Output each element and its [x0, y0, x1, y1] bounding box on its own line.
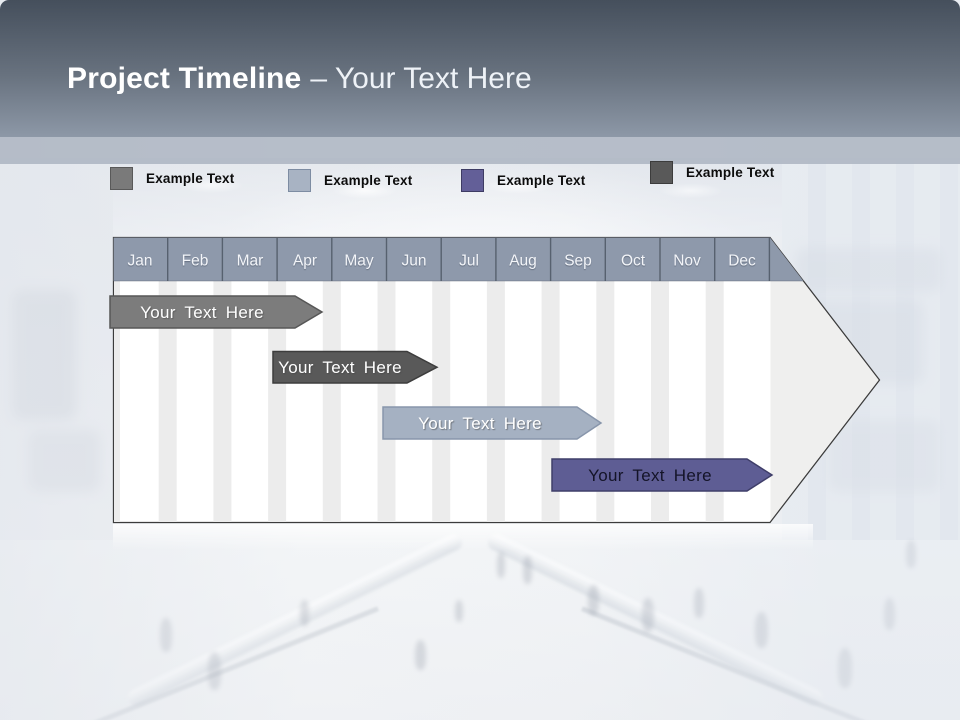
timeline-arrow-tip-fill: [770, 239, 879, 521]
month-header-band: [113, 237, 804, 281]
month-label: Feb: [182, 253, 209, 270]
legend-swatch-bluegray: [288, 169, 311, 192]
legend-label: Example Text: [497, 173, 586, 188]
bar-arrow-shape: [551, 458, 774, 492]
month-label: Oct: [621, 253, 646, 270]
legend-label: Example Text: [146, 171, 235, 186]
bar-label: Your Text Here: [418, 414, 542, 433]
timeline-bar-1: Your Text Here: [109, 295, 324, 329]
bar-label: Your Text Here: [140, 303, 264, 322]
slide-title-bold: Project Timeline: [67, 62, 302, 95]
month-label: May: [344, 253, 374, 270]
month-label: Aug: [509, 253, 537, 270]
month-label: Dec: [728, 253, 756, 270]
bar-arrow-shape: [272, 350, 439, 384]
bar-arrow-shape: [382, 406, 603, 440]
legend-label: Example Text: [324, 173, 413, 188]
month-label: Sep: [564, 253, 592, 270]
month-label: Jul: [459, 253, 479, 270]
legend-item-4: Example Text: [650, 161, 774, 184]
slide-header: Project Timeline– Your Text Here: [0, 0, 960, 137]
legend-item-3: Example Text: [461, 169, 585, 192]
month-label: Mar: [237, 253, 264, 270]
month-labels: Jan Feb Mar Apr May Jun Jul Aug Sep Oct …: [128, 253, 757, 270]
month-label: Nov: [673, 253, 701, 270]
bar-arrow-shape: [109, 295, 324, 329]
legend-swatch-darkgray: [650, 161, 673, 184]
bar-label: Your Text Here: [278, 358, 402, 377]
timeline-bar-4: Your Text Here: [551, 458, 774, 492]
page-title: Project Timeline– Your Text Here: [67, 64, 532, 94]
legend-item-2: Example Text: [288, 169, 412, 192]
month-label: Jun: [402, 253, 427, 270]
legend-swatch-purple: [461, 169, 484, 192]
timeline-bar-3: Your Text Here: [382, 406, 603, 440]
legend-item-1: Example Text: [110, 167, 234, 190]
month-header-dividers: [166, 238, 771, 281]
timeline-reflection: [113, 524, 813, 550]
legend-label: Example Text: [686, 165, 775, 180]
legend-swatch-gray: [110, 167, 133, 190]
timeline-bar-2: Your Text Here: [272, 350, 439, 384]
bar-label: Your Text Here: [588, 466, 712, 485]
month-label: Jan: [128, 253, 153, 270]
slide-title-regular: – Your Text Here: [310, 62, 532, 95]
header-accent-band: [0, 137, 960, 164]
month-label: Apr: [293, 253, 317, 270]
